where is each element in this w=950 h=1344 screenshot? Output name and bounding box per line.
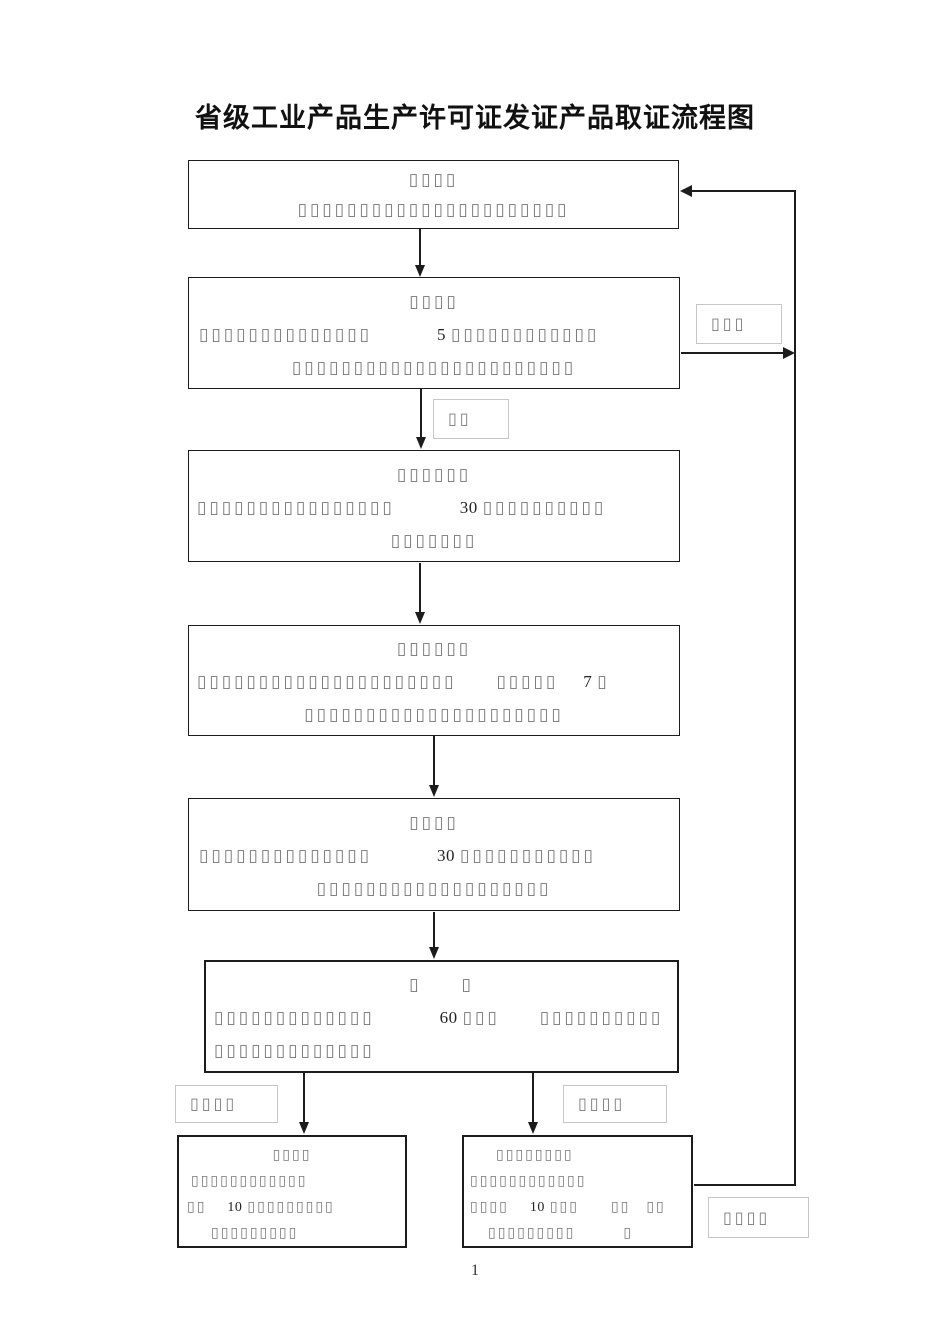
flow-step-1-box: ▯▯▯▯ ▯▯▯▯▯▯▯▯▯▯▯▯▯▯▯▯▯▯▯▯▯▯ <box>188 160 679 229</box>
number-7: 7 <box>583 672 593 691</box>
number-10: 10 <box>227 1200 243 1215</box>
text-line: ▯▯▯▯ 10 ▯▯▯ ▯▯ ▯▯ <box>464 1195 691 1221</box>
tofu-text: ▯▯ <box>187 1200 223 1215</box>
text-line: ▯▯▯▯▯▯▯▯▯▯▯▯ <box>470 1174 587 1189</box>
text-line: ▯▯▯▯▯▯▯▯▯▯▯▯▯▯▯▯▯▯▯▯▯ ▯▯▯▯▯ 7▯ <box>189 665 679 698</box>
text-line: ▯▯▯▯ <box>409 292 459 311</box>
text-line: ▯▯▯▯▯▯▯▯▯▯▯▯▯▯ 30▯▯▯▯▯▯▯▯▯▯▯ <box>189 839 679 872</box>
flow-step-2-box: ▯▯▯▯ ▯▯▯▯▯▯▯▯▯▯▯▯▯▯ 5▯▯▯▯▯▯▯▯▯▯▯▯ ▯▯▯▯▯▯… <box>188 277 680 389</box>
arrowhead-down-icon <box>528 1122 538 1134</box>
text-line: ▯▯▯▯▯▯▯▯▯▯▯▯▯▯▯▯▯▯▯ <box>316 879 552 898</box>
text-line: ▯▯▯▯ <box>409 813 459 832</box>
text-line: ▯▯▯▯ <box>408 170 459 189</box>
tofu-text: ▯▯▯▯▯▯▯▯▯▯▯▯▯▯▯▯▯▯▯▯▯ ▯▯▯▯▯ <box>197 672 579 691</box>
text-line: ▯▯▯▯▯▯▯▯▯▯▯▯▯ 60▯▯▯ ▯▯▯▯▯▯▯▯▯▯ <box>206 1001 677 1034</box>
tofu-text: ▯▯▯ ▯▯▯▯▯▯▯▯▯▯ <box>462 1008 664 1027</box>
label-corner-note: ▯▯▯▯ <box>708 1197 809 1238</box>
text-line: ▯▯▯▯ <box>272 1148 312 1163</box>
arrowhead-right-icon <box>783 347 795 359</box>
number-10: 10 <box>529 1200 545 1215</box>
text-line: ▯▯▯▯▯▯▯▯▯▯▯▯▯▯▯▯▯▯▯▯▯▯ <box>297 200 570 219</box>
arrowhead-down-icon <box>415 265 425 277</box>
tofu-text: ▯▯▯▯▯▯▯▯▯▯▯▯▯▯ <box>199 846 432 865</box>
connector-step5-step6 <box>433 912 435 948</box>
label-branch-pass: ▯▯▯▯ <box>563 1085 667 1123</box>
tofu-text: ▯▯▯▯▯▯▯▯▯▯▯ <box>459 846 596 865</box>
number-30: 30 <box>436 846 455 865</box>
flow-step-4-box: ▯▯▯▯▯▯ ▯▯▯▯▯▯▯▯▯▯▯▯▯▯▯▯▯▯▯▯▯ ▯▯▯▯▯ 7▯ ▯▯… <box>188 625 680 736</box>
tofu-text: ▯▯▯▯▯▯▯▯▯▯▯▯▯ <box>214 1008 435 1027</box>
connector-step6-result-right <box>532 1073 534 1123</box>
tofu-text: ▯▯▯ ▯▯ ▯▯ <box>549 1200 666 1215</box>
text-line: ▯▯▯▯▯▯▯▯ <box>496 1148 574 1163</box>
result-box-left: ▯▯▯▯ ▯▯▯▯▯▯▯▯▯▯▯▯ ▯▯ 10 ▯▯▯▯▯▯▯▯▯ ▯▯▯▯▯▯▯… <box>177 1135 407 1248</box>
label-branch-reject: ▯▯▯ <box>696 304 782 344</box>
arrowhead-left-icon <box>680 185 692 197</box>
page-number: 1 <box>471 1262 479 1279</box>
tofu-text: ▯▯▯▯▯▯▯▯▯▯▯▯▯▯ <box>199 325 432 344</box>
tofu-text: ▯▯▯▯ <box>470 1200 525 1215</box>
arrowhead-down-icon <box>415 612 425 624</box>
text-line: ▯▯▯▯▯▯▯▯▯▯▯▯▯▯▯▯▯▯▯▯▯ <box>304 705 564 724</box>
text-line: ▯▯▯▯▯▯▯▯▯ <box>211 1226 299 1241</box>
text-line: ▯▯▯▯▯▯▯▯▯▯▯▯ <box>191 1174 308 1189</box>
number-5: 5 <box>436 325 446 344</box>
tofu-text: ▯▯▯▯▯▯▯▯▯▯▯▯ <box>450 325 600 344</box>
arrowhead-down-icon <box>429 785 439 797</box>
return-line-bottom <box>694 1184 796 1186</box>
tofu-text: ▯▯▯▯▯▯▯▯▯▯▯▯▯▯▯▯ <box>197 498 455 517</box>
tofu-text: ▯ <box>597 672 610 691</box>
return-line-top <box>692 190 796 192</box>
number-60: 60 <box>439 1008 458 1027</box>
label-branch-fail: ▯▯▯▯ <box>175 1085 278 1123</box>
flow-step-6-box: ▯ ▯ ▯▯▯▯▯▯▯▯▯▯▯▯▯ 60▯▯▯ ▯▯▯▯▯▯▯▯▯▯ ▯▯▯▯▯… <box>204 960 679 1073</box>
text-line: ▯▯ 10 ▯▯▯▯▯▯▯▯▯ <box>179 1195 405 1221</box>
tofu-text: ▯▯▯▯▯▯▯▯▯ <box>247 1200 335 1215</box>
reject-branch-line <box>681 352 783 354</box>
connector-step4-step5 <box>433 736 435 786</box>
text-line: ▯ ▯ <box>409 975 474 994</box>
text-line: ▯▯▯▯▯▯▯▯▯▯▯▯▯▯ 5▯▯▯▯▯▯▯▯▯▯▯▯ <box>189 318 679 351</box>
connector-step1-step2 <box>419 229 421 267</box>
text-line: ▯▯▯▯▯▯▯▯▯▯▯▯▯▯▯▯▯▯▯▯▯▯▯ <box>291 358 577 377</box>
text-line: ▯▯▯▯▯▯▯▯▯ ▯ <box>488 1226 634 1241</box>
text-line: ▯▯▯▯▯▯ <box>396 465 472 484</box>
connector-step6-result-left <box>303 1073 305 1123</box>
page-title: 省级工业产品生产许可证发证产品取证流程图 <box>195 103 755 134</box>
return-line-vertical <box>794 190 796 1186</box>
connector-step3-step4 <box>419 563 421 613</box>
connector-step2-step3 <box>420 389 422 438</box>
tofu-text: ▯▯▯▯▯▯▯▯▯▯ <box>482 498 607 517</box>
text-line: ▯▯▯▯▯▯ <box>396 639 472 658</box>
arrowhead-down-icon <box>416 437 426 449</box>
result-box-right: ▯▯▯▯▯▯▯▯ ▯▯▯▯▯▯▯▯▯▯▯▯ ▯▯▯▯ 10 ▯▯▯ ▯▯ ▯▯ ▯… <box>462 1135 693 1248</box>
number-30: 30 <box>459 498 478 517</box>
text-line: ▯▯▯▯▯▯▯▯▯▯▯▯▯ <box>214 1041 375 1060</box>
arrowhead-down-icon <box>299 1122 309 1134</box>
arrowhead-down-icon <box>429 947 439 959</box>
text-line: ▯▯▯▯▯▯▯ <box>390 531 478 550</box>
flow-step-5-box: ▯▯▯▯ ▯▯▯▯▯▯▯▯▯▯▯▯▯▯ 30▯▯▯▯▯▯▯▯▯▯▯ ▯▯▯▯▯▯… <box>188 798 680 911</box>
flow-step-3-box: ▯▯▯▯▯▯ ▯▯▯▯▯▯▯▯▯▯▯▯▯▯▯▯ 30▯▯▯▯▯▯▯▯▯▯ ▯▯▯… <box>188 450 680 562</box>
label-branch-accept: ▯▯ <box>433 399 509 439</box>
text-line: ▯▯▯▯▯▯▯▯▯▯▯▯▯▯▯▯ 30▯▯▯▯▯▯▯▯▯▯ <box>189 491 679 524</box>
